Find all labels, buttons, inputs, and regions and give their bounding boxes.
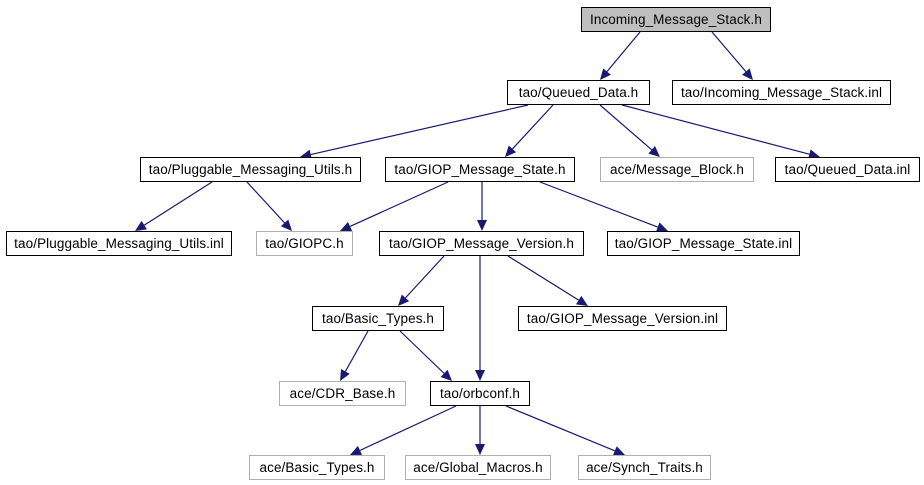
graph-node-tao-pluggable-messaging-utils-h[interactable]: tao/Pluggable_Messaging_Utils.h <box>140 157 361 182</box>
graph-node-tao-basic-types-h[interactable]: tao/Basic_Types.h <box>312 306 444 331</box>
edge-line <box>539 181 658 228</box>
edge-line <box>310 104 529 156</box>
graph-edge <box>475 406 485 455</box>
edge-line <box>606 31 641 72</box>
graph-node-label: tao/orbconf.h <box>439 385 521 401</box>
edge-line <box>405 255 445 299</box>
graph-edge <box>600 31 641 80</box>
edge-arrowhead-icon <box>612 446 625 456</box>
graph-node-label: tao/GIOP_Message_Version.inl <box>526 310 719 326</box>
graph-edge <box>399 330 452 381</box>
graph-node-tao-orbconf-h[interactable]: tao/orbconf.h <box>430 381 530 406</box>
graph-node-label: ace/Synch_Traits.h <box>586 459 703 475</box>
edge-line <box>505 405 616 452</box>
edge-arrowhead-icon <box>300 149 312 160</box>
graph-node-label: ace/Basic_Types.h <box>259 459 375 475</box>
edge-arrowhead-icon <box>648 146 660 157</box>
graph-edge <box>505 104 554 157</box>
edge-line <box>359 405 457 451</box>
edge-line <box>507 255 579 301</box>
graph-edge <box>246 181 292 231</box>
edge-arrowhead-icon <box>655 222 668 232</box>
graph-node-tao-queued-data-h[interactable]: tao/Queued_Data.h <box>507 80 650 105</box>
edge-arrowhead-icon <box>135 220 147 231</box>
graph-edge <box>599 104 660 157</box>
graph-node-label: ace/Message_Block.h <box>610 161 744 177</box>
graph-node-ace-global-macros-h[interactable]: ace/Global_Macros.h <box>405 455 551 480</box>
graph-node-tao-giop-message-version-inl[interactable]: tao/GIOP_Message_Version.inl <box>518 306 727 331</box>
edge-line <box>399 330 445 374</box>
graph-node-incoming-message-stack-h[interactable]: Incoming_Message_Stack.h <box>581 7 771 32</box>
graph-node-label: Incoming_Message_Stack.h <box>590 11 762 27</box>
graph-node-label: ace/Global_Macros.h <box>413 459 543 475</box>
graph-node-label: tao/Queued_Data.inl <box>784 161 911 177</box>
graph-edge <box>135 181 213 231</box>
graph-edge <box>340 181 449 232</box>
graph-edge <box>539 181 668 232</box>
edge-line <box>246 181 286 224</box>
edge-arrowhead-icon <box>742 68 753 80</box>
graph-edge <box>300 104 529 160</box>
edge-arrowhead-icon <box>505 145 517 157</box>
graph-node-label: tao/Incoming_Message_Stack.inl <box>680 84 883 100</box>
edge-arrowhead-icon <box>475 444 485 455</box>
graph-node-tao-queued-data-inl[interactable]: tao/Queued_Data.inl <box>775 157 920 182</box>
edge-arrowhead-icon <box>808 149 820 160</box>
edge-line <box>344 330 369 372</box>
edge-line <box>711 31 747 73</box>
graph-node-tao-giop-message-state-h[interactable]: tao/GIOP_Message_State.h <box>385 157 575 182</box>
graph-node-tao-incoming-message-stack-inl[interactable]: tao/Incoming_Message_Stack.inl <box>672 80 891 105</box>
edge-arrowhead-icon <box>477 220 487 231</box>
edge-arrowhead-icon <box>440 369 452 381</box>
graph-edge <box>477 182 487 231</box>
graph-edge <box>711 31 753 80</box>
graph-node-label: tao/Basic_Types.h <box>321 310 434 326</box>
edge-line <box>512 104 554 150</box>
edge-line <box>143 181 213 226</box>
graph-node-ace-basic-types-h[interactable]: ace/Basic_Types.h <box>249 455 385 480</box>
edge-arrowhead-icon <box>350 445 363 455</box>
graph-node-tao-pluggable-messaging-utils-inl[interactable]: tao/Pluggable_Messaging_Utils.inl <box>6 231 232 256</box>
edge-arrowhead-icon <box>600 68 611 80</box>
graph-edge <box>475 256 485 381</box>
graph-node-tao-giop-message-state-inl[interactable]: tao/GIOP_Message_State.inl <box>607 231 800 256</box>
graph-node-label: tao/Queued_Data.h <box>518 84 639 100</box>
graph-edge <box>621 104 820 160</box>
graph-node-ace-message-block-h[interactable]: ace/Message_Block.h <box>600 157 754 182</box>
graph-edge <box>350 405 457 455</box>
edge-arrowhead-icon <box>280 219 292 231</box>
edge-arrowhead-icon <box>576 295 588 306</box>
graph-node-ace-synch-traits-h[interactable]: ace/Synch_Traits.h <box>578 455 711 480</box>
edge-line <box>599 104 653 151</box>
edge-arrowhead-icon <box>398 294 410 306</box>
graph-edge <box>505 405 625 456</box>
graph-node-label: ace/CDR_Base.h <box>289 385 396 401</box>
graph-node-label: tao/GIOP_Message_Version.h <box>389 235 574 251</box>
graph-edge <box>398 255 445 306</box>
graph-edge <box>340 330 369 381</box>
graph-node-label: tao/GIOP_Message_State.inl <box>614 235 793 251</box>
graph-node-label: tao/Pluggable_Messaging_Utils.inl <box>14 235 224 251</box>
graph-node-ace-cdr-base-h[interactable]: ace/CDR_Base.h <box>279 381 406 406</box>
graph-node-tao-giopc-h[interactable]: tao/GIOPC.h <box>256 231 353 256</box>
graph-node-tao-giop-message-version-h[interactable]: tao/GIOP_Message_Version.h <box>379 231 584 256</box>
graph-edge <box>507 255 588 306</box>
edge-line <box>349 181 449 228</box>
edge-line <box>621 104 810 155</box>
edge-arrowhead-icon <box>340 221 353 232</box>
edge-arrowhead-icon <box>475 370 485 381</box>
edge-arrowhead-icon <box>340 368 350 381</box>
graph-node-label: tao/Pluggable_Messaging_Utils.h <box>148 161 353 177</box>
graph-node-label: tao/GIOPC.h <box>265 235 344 251</box>
graph-node-label: tao/GIOP_Message_State.h <box>394 161 566 177</box>
